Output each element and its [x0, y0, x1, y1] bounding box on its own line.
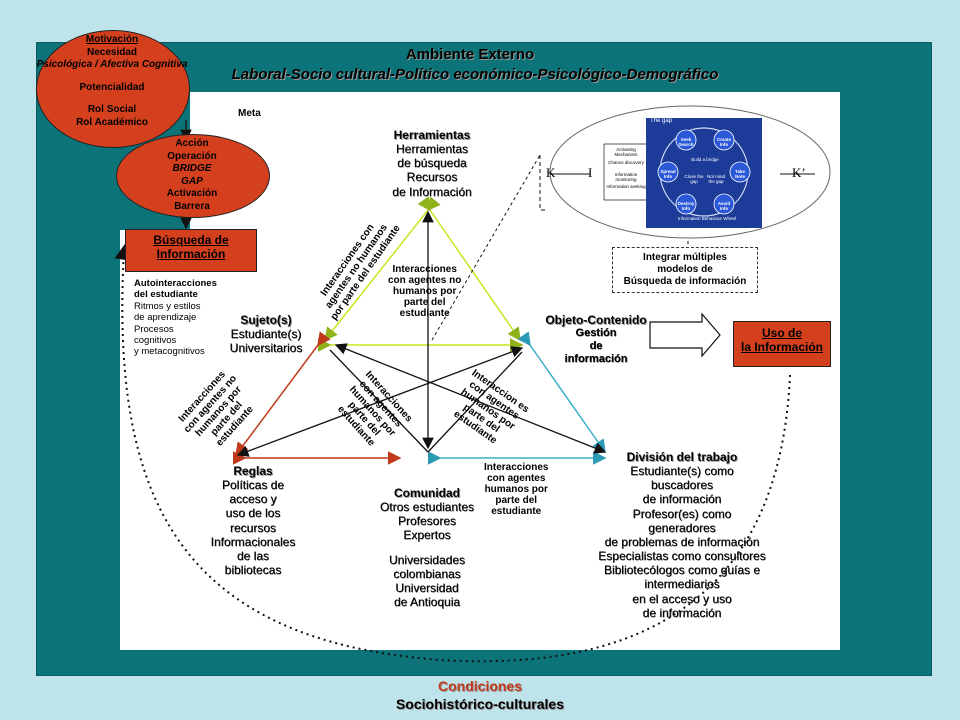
- gap-k-right: K’: [792, 165, 806, 180]
- rules-node: Reglas Políticas de acceso y uso de los …: [210, 464, 296, 578]
- gap-i-label: I: [588, 165, 593, 180]
- gap-mechanism-title: Activating Mechanism: [614, 147, 638, 158]
- gap-footer: Information Behaviour Wheel: [677, 216, 737, 221]
- action-ellipse: [116, 134, 270, 218]
- gap-center-3: Not mind the gap: [706, 174, 725, 185]
- motivation-text: Motivación Necesidad Psicológica / Afect…: [36, 34, 188, 128]
- interactions-nonhuman-center: Interacciones con agentes no humanos por…: [388, 264, 462, 319]
- use-box: Uso de la Información: [733, 321, 831, 367]
- gap-center-1: Build a bridge: [691, 157, 719, 162]
- meta-label: Meta: [238, 108, 261, 119]
- conditions-dotted-loop: [121, 249, 791, 663]
- gap-node-take-note: Take Note: [735, 169, 745, 180]
- edge-community-object: [427, 351, 523, 453]
- conditions-line-1: Condiciones: [437, 678, 522, 694]
- conditions-line-2: Sociohistórico-culturales: [395, 696, 565, 712]
- environment-title: Ambiente Externo: [405, 46, 535, 63]
- gap-node-spread: Spread Info: [660, 169, 676, 180]
- edge-tools-object: [417, 196, 521, 342]
- gap-mechanism-item-2: Information monitoring: [614, 172, 638, 183]
- gap-mechanism-item-1: Chance discovery: [608, 160, 644, 165]
- motivation-ellipse: [36, 30, 190, 148]
- gap-node-avoid: Avoid Info: [717, 201, 731, 212]
- gap-mechanism-item-3: Information seeking: [606, 184, 646, 189]
- action-text: Acción Operación BRIDGE GAP Activación B…: [166, 138, 218, 212]
- community-node: Comunidad Otros estudiantes Profesores E…: [379, 486, 475, 610]
- tools-node: Herramientas Herramientas de búsqueda Re…: [392, 128, 472, 199]
- gap-model-figure: [549, 105, 831, 239]
- edge-tools-subject: [324, 196, 441, 342]
- integrate-models-box: Integrar múltiples modelos de Búsqueda d…: [612, 247, 758, 293]
- gap-node-destroy: Destroy Info: [677, 201, 695, 212]
- subject-node: Sujeto(s) Estudiante(s) Universitarios: [229, 313, 303, 356]
- gap-panel-title: The gap: [650, 118, 673, 124]
- arrow-to-use: [649, 312, 721, 358]
- environment-subtitle: Laboral-Socio cultural-Político económic…: [231, 66, 719, 83]
- gap-node-seek: Seek Search: [678, 137, 694, 148]
- interactions-human-bottom-right: Interacciones con agentes humanos por pa…: [484, 462, 549, 517]
- gap-k-left: K: [546, 165, 556, 180]
- division-node: División del trabajo Estudiante(s) como …: [598, 450, 766, 620]
- gap-node-create: Create Info: [716, 137, 731, 148]
- gap-center-2: Close the gap: [684, 174, 704, 185]
- self-interactions-text: Autointeracciones del estudiante Ritmos …: [134, 278, 217, 358]
- object-node: Objeto-Contenido Gestión de información: [545, 313, 647, 366]
- search-box: Búsqueda de Información: [125, 229, 257, 272]
- edge-subject-community: [329, 349, 429, 453]
